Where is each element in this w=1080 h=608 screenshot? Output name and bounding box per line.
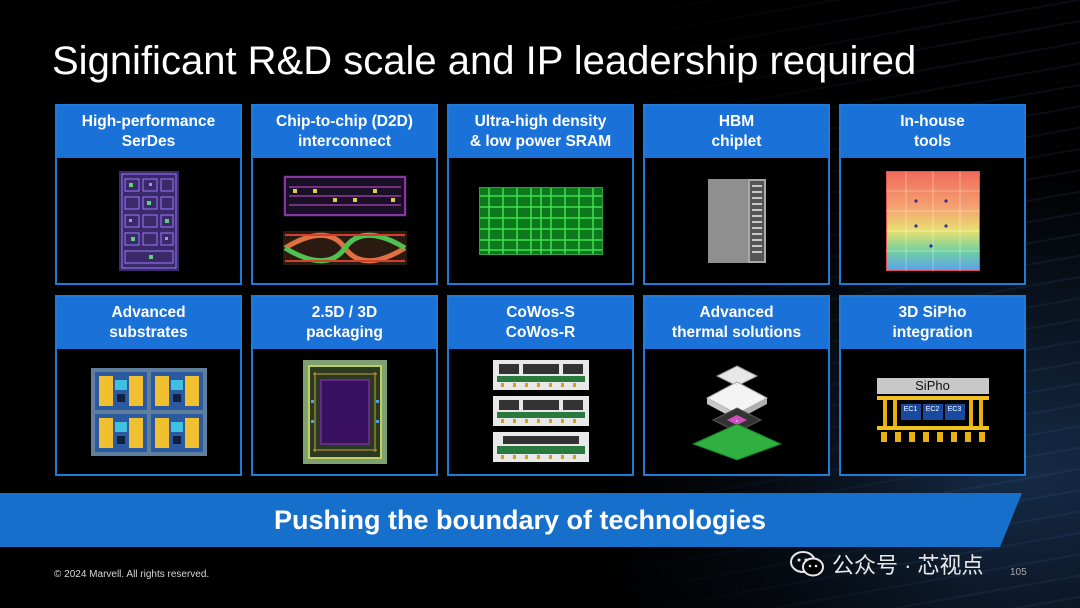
ec2-label: EC2 bbox=[925, 405, 940, 413]
thermal-exploded-view-image bbox=[645, 349, 828, 474]
card-tools: In-house tools bbox=[839, 104, 1026, 285]
card-title: HBM chiplet bbox=[645, 106, 828, 158]
wechat-icon bbox=[790, 551, 824, 577]
copyright-footer: © 2024 Marvell. All rights reserved. bbox=[54, 569, 210, 580]
sipho-diagram: SiPho EC1 EC2 EC3 bbox=[876, 377, 989, 446]
card-title: Chip-to-chip (D2D) interconnect bbox=[253, 106, 436, 158]
thermal-map-image bbox=[841, 158, 1024, 283]
hbm-chiplet-image bbox=[645, 158, 828, 283]
page-number: 105 bbox=[1010, 567, 1027, 578]
technology-grid: High-performance SerDes Chip-to-chip (D2… bbox=[55, 104, 1029, 476]
ec3-label: EC3 bbox=[947, 405, 962, 413]
card-serdes: High-performance SerDes bbox=[55, 104, 242, 285]
card-d2d: Chip-to-chip (D2D) interconnect bbox=[251, 104, 438, 285]
watermark: 公众号 · 芯视点 bbox=[790, 548, 984, 580]
sram-array-image bbox=[449, 158, 632, 283]
card-title: Ultra-high density & low power SRAM bbox=[449, 106, 632, 158]
card-title: High-performance SerDes bbox=[57, 106, 240, 158]
banner-text: Pushing the boundary of technologies bbox=[273, 504, 766, 535]
banner-bar bbox=[0, 493, 1022, 547]
card-title: Advanced thermal solutions bbox=[645, 297, 828, 349]
serdes-layout-image bbox=[57, 158, 240, 283]
ec1-label: EC1 bbox=[903, 405, 918, 413]
card-sram: Ultra-high density & low power SRAM bbox=[447, 104, 634, 285]
card-title: Advanced substrates bbox=[57, 297, 240, 349]
cowos-cross-section-image bbox=[449, 349, 632, 474]
card-title: CoWos-S CoWos-R bbox=[449, 297, 632, 349]
package-layout-image bbox=[253, 349, 436, 474]
d2d-layout-image bbox=[253, 158, 436, 283]
watermark-text: 公众号 · 芯视点 bbox=[832, 553, 984, 578]
card-title: 2.5D / 3D packaging bbox=[253, 297, 436, 349]
card-packaging: 2.5D / 3D packaging bbox=[251, 295, 438, 476]
card-title: 3D SiPho integration bbox=[841, 297, 1024, 349]
card-hbm: HBM chiplet bbox=[643, 104, 830, 285]
card-sipho: 3D SiPho integration SiP bbox=[839, 295, 1026, 476]
card-substrates: Advanced substrates bbox=[55, 295, 242, 476]
sipho-label: SiPho bbox=[915, 377, 950, 393]
card-title: In-house tools bbox=[841, 106, 1024, 158]
sipho-stack-image: SiPho EC1 EC2 EC3 bbox=[841, 349, 1024, 474]
card-thermal: Advanced thermal solutions bbox=[643, 295, 830, 476]
substrate-layout-image bbox=[57, 349, 240, 474]
page-title: Significant R&D scale and IP leadership … bbox=[52, 39, 917, 83]
card-cowos: CoWos-S CoWos-R bbox=[447, 295, 634, 476]
